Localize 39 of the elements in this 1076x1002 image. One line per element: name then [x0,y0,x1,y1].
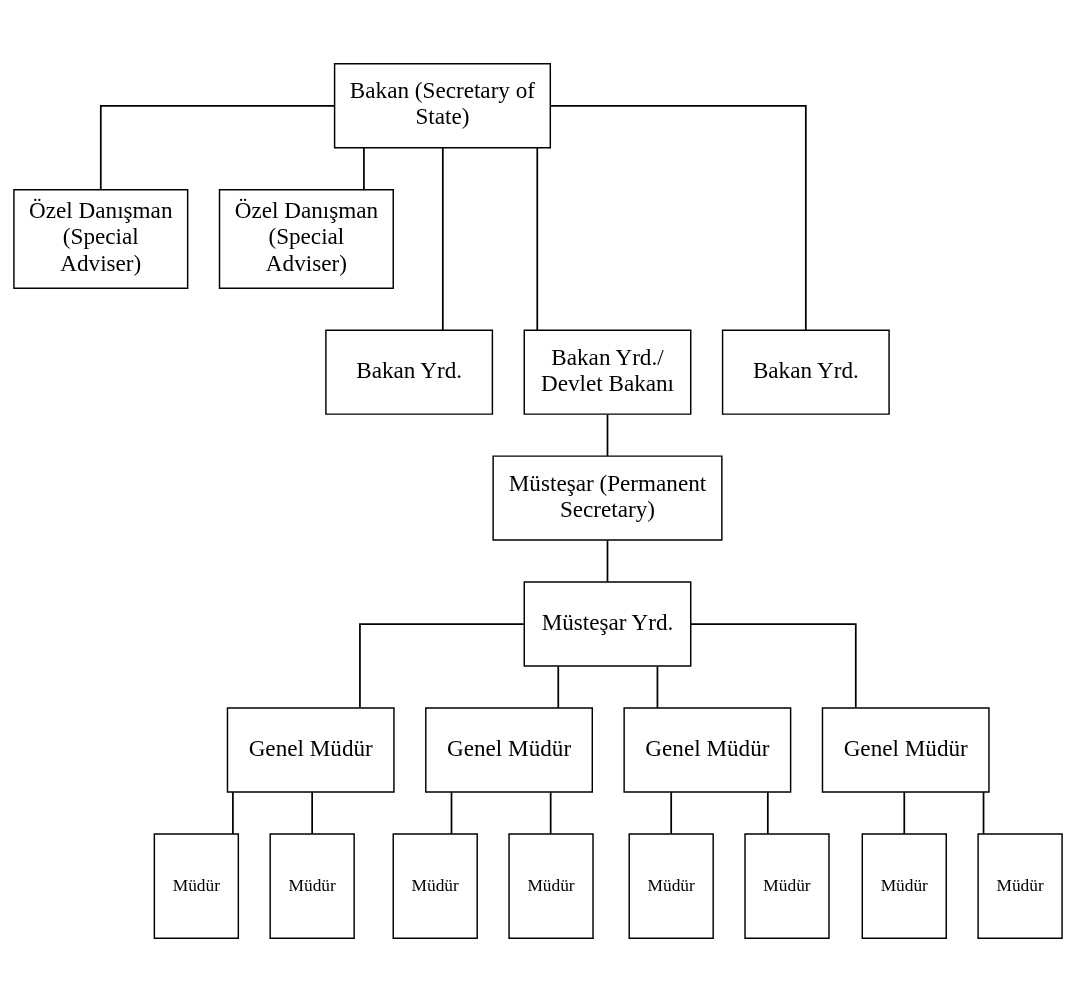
connector [450,791,453,835]
connector [656,665,659,709]
node-box: Müdür [153,833,240,939]
connector [670,791,673,835]
node-box: Müsteşar (Permanent Secretary) [492,455,723,541]
node-box: Bakan Yrd. [721,329,890,415]
connector [982,791,985,835]
connector [311,791,314,835]
node-box: Müdür [977,833,1063,939]
connector [359,623,525,709]
node-box: Müdür [269,833,355,939]
connector [99,104,336,191]
connector [549,104,807,331]
node-box: Müdür [508,833,594,939]
node-box: Müdür [744,833,830,939]
connector [766,791,769,835]
node-box: Bakan Yrd./ Devlet Bakanı [523,329,692,415]
node-box: Özel Danışman (Special Adviser) [218,189,394,289]
connector [606,413,609,457]
node-box: Müdür [861,833,947,939]
node-box: Özel Danışman (Special Adviser) [13,189,189,289]
node-box: Bakan (Secretary of State) [333,63,552,149]
node-box: Genel Müdür [623,707,792,793]
node-box: Genel Müdür [821,707,990,793]
connector [441,147,444,331]
node-box: Müdür [628,833,714,939]
node-box: Müsteşar Yrd. [523,581,692,667]
connector [903,791,906,835]
connector [606,539,609,583]
node-box: Genel Müdür [425,707,593,793]
connector [549,791,552,835]
connector [232,791,234,835]
connector [557,665,560,709]
node-box: Müdür [392,833,478,939]
node-box: Bakan Yrd. [325,329,494,415]
connector [690,623,857,709]
connector [536,147,539,331]
connector [363,147,365,191]
node-box: Genel Müdür [226,707,395,793]
